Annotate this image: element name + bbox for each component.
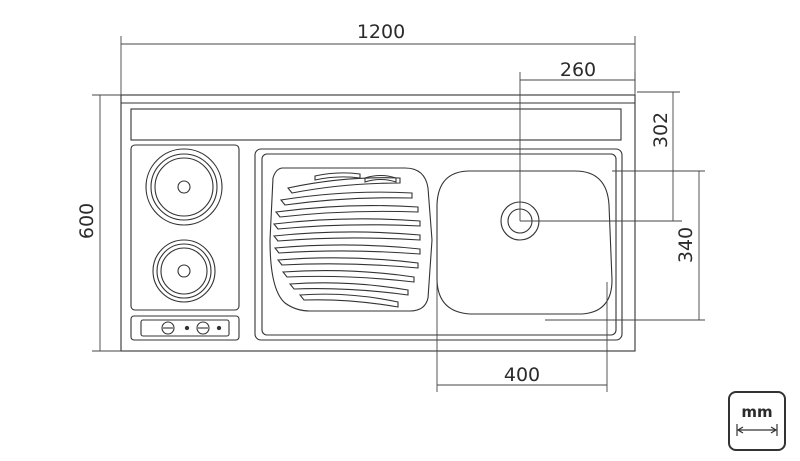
drainboard-ridge [272, 218, 421, 230]
control-knob-left [161, 321, 175, 335]
dim-overall-depth: 600 [76, 203, 98, 239]
dim-drain-offset-x: 260 [560, 59, 596, 81]
control-knob-right [196, 321, 210, 335]
drainboard-ridge [287, 177, 401, 194]
sink-bowl [436, 170, 613, 315]
dim-overall-width: 1200 [357, 21, 405, 43]
unit-label: mm [741, 403, 772, 421]
control-panel [130, 315, 240, 341]
burner-small [152, 239, 216, 303]
drainboard-outline [269, 167, 433, 312]
dimension-lines [92, 36, 705, 392]
cooktop [130, 144, 240, 341]
drainboard-ridge [281, 270, 415, 283]
drainboard-ridge [288, 282, 409, 296]
double-arrow-icon [736, 424, 778, 436]
drainboard [269, 167, 433, 312]
dim-bowl-width: 400 [504, 364, 540, 386]
drainboard-ridge [279, 191, 413, 206]
indicator-light [184, 325, 190, 331]
control-strip [140, 319, 230, 337]
dim-bowl-depth: 340 [675, 227, 697, 263]
drainboard-ridges [272, 172, 421, 308]
backsplash-panel [130, 108, 622, 141]
burner-large [145, 148, 223, 226]
indicator-light [216, 325, 222, 331]
unit-outline [120, 94, 636, 352]
drainboard-ridge [364, 174, 397, 183]
drainboard-ridge [314, 172, 361, 181]
dim-drain-offset-y: 302 [650, 112, 672, 148]
drainboard-ridge [273, 244, 421, 255]
drainboard-ridge [276, 257, 419, 269]
sink-unit [254, 148, 623, 341]
sink-frame-inner [261, 153, 617, 336]
cooktop-frame [130, 144, 240, 311]
drainboard-ridge [298, 293, 399, 308]
sink-frame-outer [254, 148, 623, 341]
unit-badge: mm [728, 391, 786, 451]
bowl-outline [436, 170, 613, 315]
drainboard-ridge [272, 231, 421, 242]
drainboard-ridge [274, 205, 419, 218]
